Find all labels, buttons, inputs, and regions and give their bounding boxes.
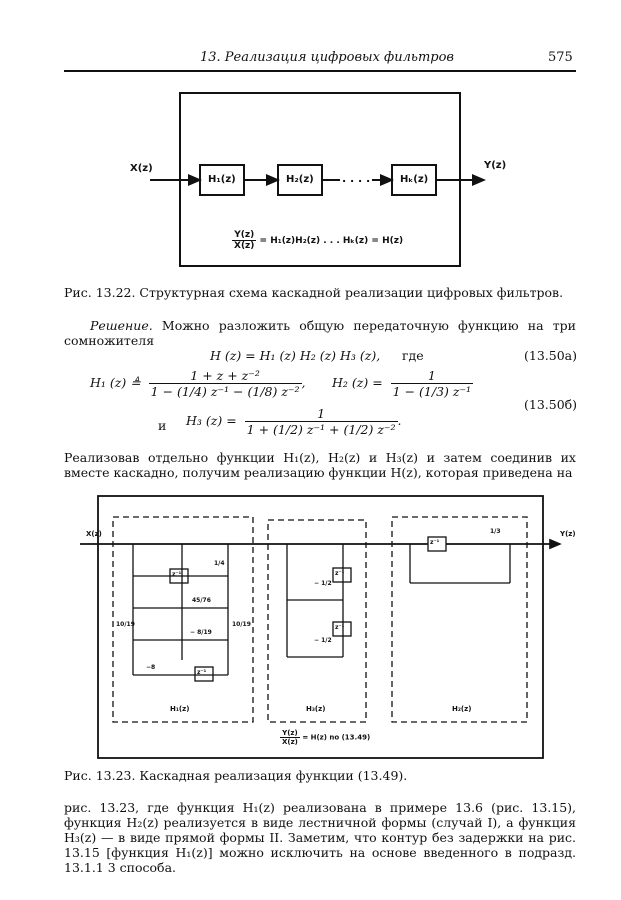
fig2-coef-h3-b: − 1/2 (314, 637, 332, 644)
fig2-formula-rhs: = H(z) no (13.49) (302, 733, 371, 742)
equation-13-50a: H (z) = H₁ (z) H₂ (z) H₃ (z), (210, 348, 381, 363)
equation-13-50a-where: где (402, 348, 424, 363)
fig2-delay-h1-b: z⁻¹ (197, 669, 207, 676)
paragraph-1: Реализовав отдельно функции H₁(z), H₂(z)… (64, 450, 576, 480)
solution-text: Можно разложить общую передаточную функц… (64, 318, 576, 348)
fig1-block-h2: H₂(z) (286, 174, 314, 185)
figure-13-23-caption: Рис. 13.23. Каскадная реализация функции… (64, 768, 408, 783)
h3-den: 1 + (1/2) z⁻¹ + (1/2) z⁻² (246, 422, 396, 437)
fig2-coef-10-19-right: 10/19 (232, 621, 251, 628)
fig1-block-hk: Hₖ(z) (400, 174, 429, 185)
h3-lhs: H₃ (z) = (186, 413, 237, 428)
fig1-formula-den: X(z) (234, 241, 255, 251)
page-number: 575 (548, 50, 573, 65)
fig1-formula: Y(z)X(z) = H₁(z)H₂(z) . . . Hₖ(z) = H(z) (232, 230, 403, 251)
fig2-delay-h3-b: z⁻¹ (335, 624, 345, 631)
h1-den: 1 − (1/4) z⁻¹ − (1/8) z⁻² (150, 384, 300, 399)
fig2-section-h2: H₂(z) (452, 705, 472, 713)
fig2-coef-45-76: 45/76 (192, 597, 211, 604)
fig2-coef-10-19-left: 10/19 (116, 621, 135, 628)
equation-and: и (158, 418, 167, 433)
h1-lhs: H₁ (z) ≜ (90, 375, 141, 390)
header-rule (64, 70, 576, 72)
fig2-coef-h3-a: − 1/2 (314, 580, 332, 587)
fig2-formula: Y(z)X(z) = H(z) no (13.49) (280, 729, 370, 746)
fig2-formula-den: X(z) (282, 738, 298, 746)
fig2-delay-h3-a: z⁻¹ (335, 570, 345, 577)
fig2-coef-minus-8: −8 (146, 664, 156, 671)
paragraph-2: рис. 13.23, где функция H₁(z) реализован… (64, 800, 576, 875)
fig1-formula-num: Y(z) (232, 230, 257, 241)
fig1-block-h1: H₁(z) (208, 174, 236, 185)
fig1-input-label: X(z) (130, 163, 153, 174)
fig2-delay-h1-a: z⁻¹ (172, 571, 182, 578)
solution-intro: Решение. Можно разложить общую передаточ… (64, 318, 576, 348)
h3-num: 1 (244, 406, 398, 422)
h2-lhs: H₂ (z) = (332, 375, 383, 390)
fig2-coef-1-4: 1/4 (214, 560, 225, 567)
equation-13-50a-number: (13.50a) (524, 348, 577, 363)
fig2-section-h1: H₁(z) (170, 705, 190, 713)
h1-num: 1 + z + z⁻² (148, 368, 302, 384)
fig1-ellipsis: . . . . (342, 172, 371, 185)
fig2-section-h3: H₃(z) (306, 705, 326, 713)
fig2-output-label: Y(z) (560, 530, 576, 538)
running-header-title: 13. Реализация цифровых фильтров (200, 50, 455, 65)
fig2-input-label: X(z) (86, 530, 102, 538)
fig2-delay-h2: z⁻¹ (430, 539, 440, 546)
fig2-coef-8-19: − 8/19 (190, 629, 212, 636)
equation-13-50b-number: (13.50б) (524, 397, 578, 412)
solution-label: Решение. (90, 318, 153, 333)
figure-13-22-caption: Рис. 13.22. Структурная схема каскадной … (64, 285, 564, 300)
h2-num: 1 (390, 368, 474, 384)
fig2-coef-h2: 1/3 (490, 528, 501, 535)
fig2-formula-num: Y(z) (280, 729, 300, 738)
fig1-formula-rhs: = H₁(z)H₂(z) . . . Hₖ(z) = H(z) (259, 236, 404, 246)
fig1-output-label: Y(z) (484, 160, 507, 171)
h2-den: 1 − (1/3) z⁻¹ (392, 384, 472, 399)
